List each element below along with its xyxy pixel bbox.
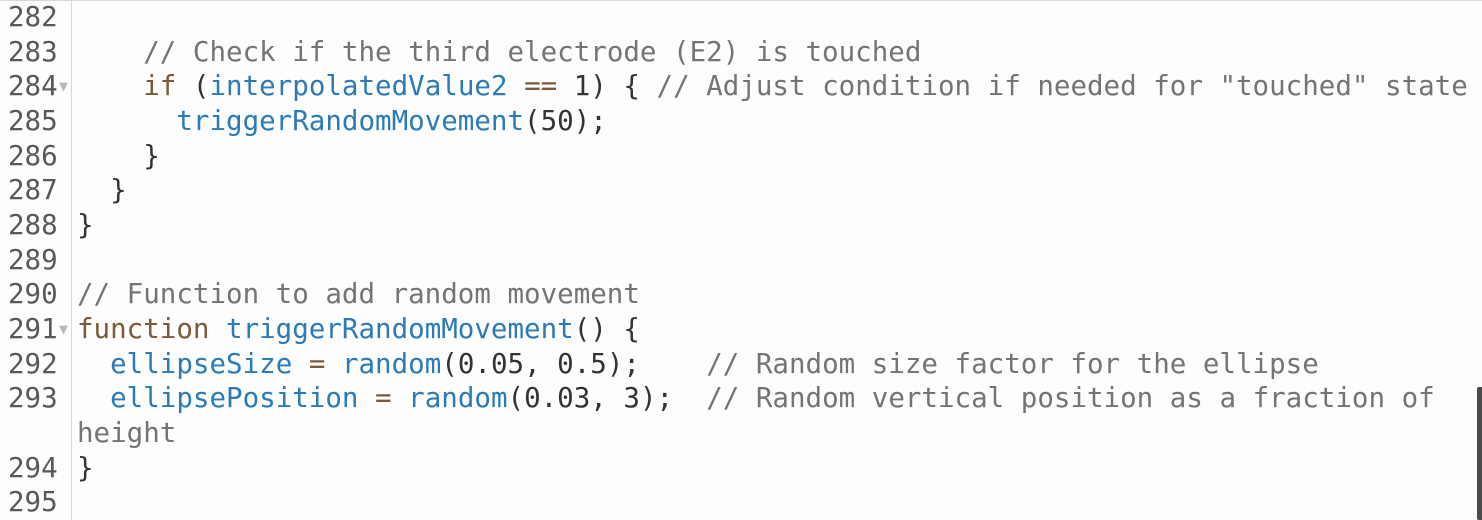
code-token-plain <box>77 382 110 414</box>
line-number: 290 <box>8 278 58 311</box>
scrollbar-thumb[interactable] <box>1477 387 1482 520</box>
line-number: 289 <box>8 243 58 276</box>
code-token-plain: () { <box>573 313 640 346</box>
code-line: 294} <box>0 450 1482 486</box>
code-line: 293 ellipsePosition = random(0.03, 3); /… <box>0 381 1482 451</box>
code-line-content[interactable] <box>72 0 1482 35</box>
code-line: 292 ellipseSize = random(0.05, 0.5); // … <box>0 346 1482 382</box>
fold-arrow-icon[interactable]: ▼ <box>58 320 68 339</box>
code-line-content[interactable]: } <box>72 208 1482 243</box>
code-token-plain: } <box>77 139 160 172</box>
line-number-gutter: 288 <box>0 208 72 243</box>
code-line-content[interactable]: ellipsePosition = random(0.03, 3); // Ra… <box>72 381 1482 450</box>
line-number-gutter: 292 <box>0 346 72 382</box>
code-token-plain <box>77 105 176 137</box>
code-token-plain: (0.05, 0.5); <box>441 347 707 380</box>
code-token-plain <box>325 348 342 380</box>
line-number-gutter: 293 <box>0 381 72 451</box>
code-line-content[interactable]: function triggerRandomMovement() { <box>72 312 1482 347</box>
line-number: 292 <box>8 347 58 380</box>
line-number: 291 <box>8 313 58 346</box>
code-token-comment: // Random vertical position as a fractio… <box>77 382 1452 450</box>
code-token-plain <box>508 70 525 102</box>
line-number-gutter: 295 <box>0 485 72 520</box>
code-token-plain <box>292 348 309 380</box>
code-token-plain: } <box>77 451 94 484</box>
line-number: 282 <box>8 1 58 33</box>
line-number: 293 <box>8 382 58 415</box>
code-token-identifier: ellipseSize <box>110 347 293 380</box>
code-token-identifier: random <box>408 382 508 415</box>
code-line: 284▼ if (interpolatedValue2 == 1) { // A… <box>0 69 1482 105</box>
code-token-plain: (0.03, 3); <box>507 382 707 415</box>
line-number-gutter: 286 <box>0 138 72 174</box>
line-number: 286 <box>8 139 58 172</box>
line-number: 287 <box>8 174 58 207</box>
code-token-plain <box>358 382 375 414</box>
code-token-keyword: if <box>143 70 177 103</box>
code-line: 285 triggerRandomMovement(50); <box>0 104 1482 139</box>
line-number-gutter: 285 <box>0 104 72 139</box>
editor-top-border <box>0 0 1482 1</box>
line-number: 295 <box>8 486 58 519</box>
line-number-gutter: 284▼ <box>0 69 72 105</box>
code-line-content[interactable] <box>72 243 1482 278</box>
line-number: 288 <box>8 209 58 242</box>
code-token-plain: ( <box>176 70 210 103</box>
code-token-comment: // Check if the third electrode (E2) is … <box>77 35 922 68</box>
code-token-identifier: triggerRandomMovement <box>226 313 574 346</box>
code-token-comment: // Adjust condition if needed for "touch… <box>656 70 1468 103</box>
code-line: 291▼function triggerRandomMovement() { <box>0 312 1482 347</box>
code-line-content[interactable]: } <box>72 451 1482 486</box>
line-number: 283 <box>8 35 58 68</box>
code-line: 282 <box>0 0 1482 35</box>
code-line: 283 // Check if the third electrode (E2)… <box>0 34 1482 70</box>
line-number-gutter: 294 <box>0 450 72 486</box>
line-number-gutter: 290 <box>0 277 72 313</box>
code-token-comment: // Random size factor for the ellipse <box>706 347 1319 380</box>
code-token-plain: 1) { <box>557 70 657 103</box>
code-token-plain: } <box>77 174 127 207</box>
code-token-plain: (50); <box>524 105 607 138</box>
code-token-identifier: ellipsePosition <box>110 382 359 415</box>
code-token-plain <box>77 348 110 380</box>
code-token-operator: == <box>524 70 558 103</box>
line-number: 285 <box>8 105 58 138</box>
line-number-gutter: 291▼ <box>0 312 72 347</box>
code-token-operator: = <box>308 347 326 380</box>
line-number-gutter: 289 <box>0 242 72 278</box>
code-line-content[interactable]: if (interpolatedValue2 == 1) { // Adjust… <box>72 69 1482 104</box>
code-line-content[interactable]: } <box>72 139 1482 174</box>
code-line-content[interactable]: } <box>72 173 1482 208</box>
code-line-content[interactable]: // Function to add random movement <box>72 277 1482 312</box>
code-token-identifier: triggerRandomMovement <box>176 105 525 138</box>
code-line: 287 } <box>0 173 1482 209</box>
code-token-identifier: random <box>341 347 442 380</box>
code-line-content[interactable] <box>72 485 1482 520</box>
code-line: 290 // Function to add random movement <box>0 277 1482 313</box>
code-line: 289 <box>0 242 1482 278</box>
code-line: 288} <box>0 208 1482 243</box>
code-token-plain <box>77 70 143 102</box>
code-token-plain <box>209 313 226 345</box>
code-token-keyword: function <box>77 313 210 346</box>
code-line: 295 <box>0 485 1482 520</box>
code-line-content[interactable]: triggerRandomMovement(50); <box>72 104 1482 139</box>
code-line-content[interactable]: ellipseSize = random(0.05, 0.5); // Rand… <box>72 347 1482 382</box>
code-line: 286 } <box>0 138 1482 174</box>
code-token-operator: = <box>375 382 392 415</box>
line-number: 294 <box>8 451 58 484</box>
line-number-gutter: 282 <box>0 0 72 35</box>
line-number-gutter: 283 <box>0 34 72 70</box>
fold-arrow-icon[interactable]: ▼ <box>58 77 68 96</box>
line-number: 284 <box>8 70 58 103</box>
line-number-gutter: 287 <box>0 173 72 209</box>
code-token-identifier: interpolatedValue2 <box>209 70 508 103</box>
code-token-plain: } <box>77 209 94 242</box>
code-token-comment: // Function to add random movement <box>77 278 640 311</box>
code-line-content[interactable]: // Check if the third electrode (E2) is … <box>72 35 1482 70</box>
code-token-plain <box>392 382 409 414</box>
